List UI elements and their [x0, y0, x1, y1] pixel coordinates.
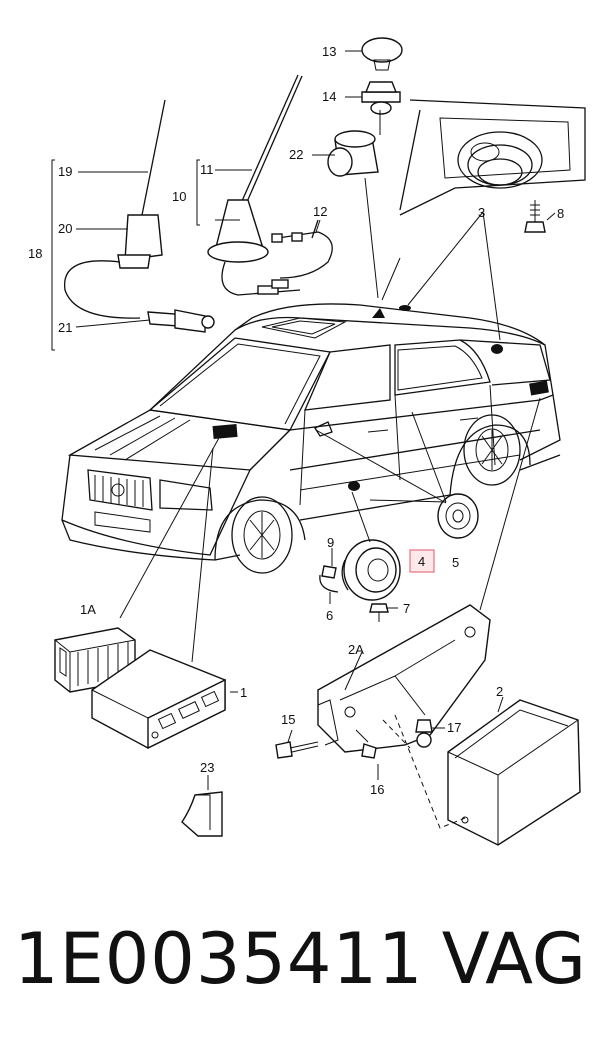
door-speaker-4	[341, 539, 401, 601]
callout-2: 2	[496, 684, 503, 699]
callout-22: 22	[289, 147, 303, 162]
bracket-2A	[317, 604, 491, 753]
callout-9: 9	[327, 535, 334, 550]
callout-2A: 2A	[348, 642, 364, 657]
car-body	[61, 303, 561, 574]
cable-12	[271, 219, 333, 279]
screw-7	[369, 603, 389, 622]
callout-19: 19	[58, 164, 72, 179]
callout-labels: 13 14 22 3 8 11 10 12 19 20 18 21 9 4 5 …	[28, 44, 564, 797]
sleeve-22	[327, 130, 379, 177]
callout-7: 7	[403, 601, 410, 616]
callout-10: 10	[172, 189, 186, 204]
leader-lines	[51, 50, 556, 829]
callout-16: 16	[370, 782, 384, 797]
part-number: 1E0035411	[14, 918, 424, 1000]
callout-1: 1	[240, 685, 247, 700]
callout-5: 5	[452, 555, 459, 570]
rod-antenna	[64, 99, 215, 333]
control-unit-2	[447, 699, 581, 846]
callout-14: 14	[322, 89, 336, 104]
nut-17	[415, 719, 433, 748]
bolt-15	[275, 741, 319, 759]
footer: 1E0035411 VAG	[0, 918, 600, 1018]
callout-6: 6	[326, 608, 333, 623]
nut-14	[361, 81, 401, 115]
callout-8: 8	[557, 206, 564, 221]
radio-1	[91, 649, 226, 750]
callout-17: 17	[447, 720, 461, 735]
callout-4-highlight	[409, 549, 435, 573]
callout-20: 20	[58, 221, 72, 236]
brand-name: VAG	[441, 918, 586, 1000]
parts-diagram: 13 14 22 3 8 11 10 12 19 20 18 21 9 4 5 …	[28, 37, 586, 846]
callout-12: 12	[313, 204, 327, 219]
callout-4: 4	[418, 554, 425, 569]
callout-3: 3	[478, 205, 485, 220]
roof-antenna	[207, 74, 303, 296]
clip-9	[321, 565, 337, 579]
cap-13	[361, 37, 403, 71]
callout-21: 21	[58, 320, 72, 335]
part-23	[181, 791, 223, 837]
callout-13: 13	[322, 44, 336, 59]
callout-1A: 1A	[80, 602, 96, 617]
rear-shelf-speaker	[399, 99, 586, 216]
bracket-6	[319, 574, 339, 593]
speaker-grille-5	[437, 493, 479, 539]
callout-11: 11	[200, 162, 214, 177]
bolt-16	[355, 729, 377, 759]
callout-23: 23	[200, 760, 214, 775]
callout-15: 15	[281, 712, 295, 727]
screw-8	[524, 200, 546, 233]
callout-18: 18	[28, 246, 42, 261]
